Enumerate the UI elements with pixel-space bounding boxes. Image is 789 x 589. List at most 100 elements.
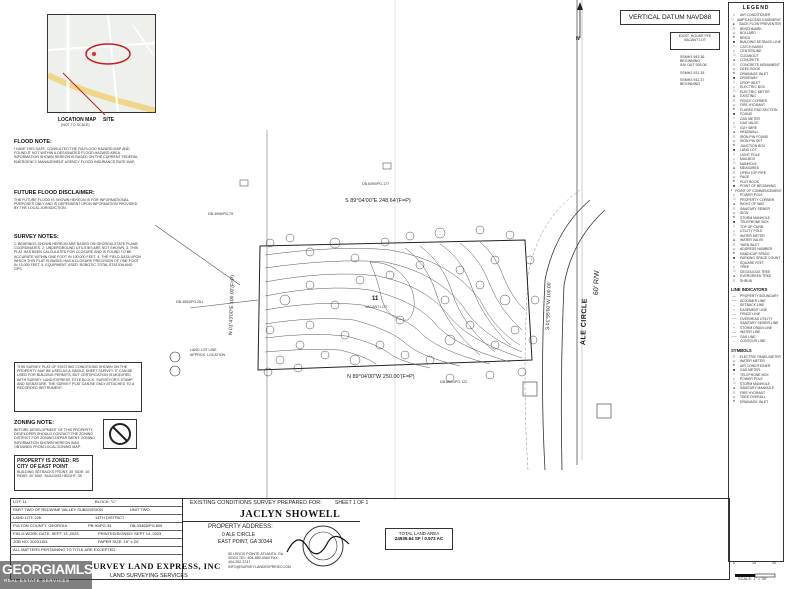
legend-symbol-icon: ✕	[732, 363, 736, 368]
legend-item-label: AIR CONDITIONER	[740, 363, 771, 368]
legend-item: ●WATER VALVE	[731, 238, 781, 243]
disclaimer-box: THIS SURVEY PLAT OF EXISTING CONDITIONS …	[14, 362, 142, 412]
legend-item-label: PLAT BOOK	[740, 179, 759, 184]
site-circle	[85, 43, 131, 65]
title-block	[10, 498, 730, 580]
legend-item-label: DROP INLET	[740, 80, 761, 85]
legend-symbol-icon: ✕	[732, 179, 736, 184]
legend-symbol-icon: ✕	[732, 251, 736, 256]
legend-symbol-icon: ○	[732, 12, 736, 17]
future-flood-heading: FUTURE FLOOD DISCLAIMER:	[14, 190, 95, 196]
scale-bar	[735, 567, 785, 585]
legend-item-label: HEADWALL	[740, 130, 759, 134]
legend-symbol-icon: ‥	[732, 338, 736, 343]
legend-item: ■TELEPHONE BOX	[731, 220, 781, 225]
legend-item: ✕ PLAT BOOK	[731, 180, 781, 185]
legend-symbol-icon: ●	[732, 21, 735, 26]
legend-item: ◇PAGE	[731, 175, 781, 180]
legend-item-label: CONCRETE MONUMENT	[740, 62, 780, 67]
legend-item-label: POWER POLE	[740, 377, 763, 381]
legend-item-label: YARD INLET	[740, 242, 760, 247]
legend-symbol-icon: □	[732, 161, 736, 166]
legend-item-label: SIGN	[740, 211, 749, 215]
legend-item-label: BRICK	[740, 35, 751, 40]
legend-item-label: SETBACK LINE	[740, 303, 765, 307]
legend-item: □CLEANOUT	[731, 54, 781, 59]
ffe-line1: EXIST. HOUSE FFE	[678, 34, 712, 38]
sheet-number: SHEET 1 OF 1	[335, 500, 369, 506]
legend-item-label: FENCE CORNER	[740, 98, 768, 103]
legend-item-label: STORM MANHOLE	[740, 215, 770, 220]
location-map	[47, 14, 156, 113]
legend-item: △OPEN TOP PIPE	[731, 171, 781, 176]
legend-symbol-icon: —	[732, 311, 736, 316]
legend-box: LEGEND ○AIR CONDITIONER□AMPS ACCESS EASE…	[728, 2, 784, 562]
survey-notes-heading: SURVEY NOTES:	[14, 234, 59, 240]
legend-item: ●CONCRETE	[731, 58, 781, 63]
legend-item-label: FIRE HYDRANT	[740, 390, 766, 395]
disclaimer-text: THIS SURVEY PLAT OF EXISTING CONDITIONS …	[17, 365, 135, 391]
legend-item-label: CONTOUR LINE	[740, 339, 766, 343]
legend-item: ○AIR CONDITIONER	[731, 13, 781, 18]
legend-item-label: GAS LINE	[740, 334, 756, 339]
legend-symbol-icon: □	[732, 197, 736, 202]
legend-item: •GAS METER	[731, 117, 781, 122]
subdivision-line: PART TWO OF REDWINE VALLEY SUBDIVISION	[13, 507, 104, 512]
legend-item: ◇DEED BOOK	[731, 67, 781, 72]
legend-symbol-icon: △	[732, 354, 736, 359]
ffe-box: EXIST. HOUSE FFE VACANT LOT	[670, 32, 720, 50]
legend-item-label: DECIDUOUS TREE	[740, 269, 771, 274]
legend-symbol-icon: △	[732, 278, 736, 283]
legend-item: □ ELECTRIC METER	[731, 90, 781, 95]
company-sub: LAND SURVEYING SERVICES	[110, 573, 188, 579]
legend-item: – –OVERHEAD UTILITY	[731, 317, 781, 322]
legend-item: △FIRE HYDRANT	[731, 391, 781, 396]
legend-symbol-icon: ‥	[732, 320, 736, 325]
legend-item: ✕ AIR CONDITIONER	[731, 364, 781, 369]
legend-symbol-icon: ◇	[732, 210, 736, 215]
signature	[286, 535, 350, 555]
legend-title: LEGEND	[742, 5, 770, 11]
legend-item-label: TREE	[740, 265, 750, 269]
legend-item-label: STORM DRAIN LINE	[740, 325, 773, 330]
total-area-box: TOTAL LAND AREA 24939.64 SF / 0.572 AC	[385, 528, 453, 550]
legend-item-label: ELECTRIC METER	[740, 89, 770, 94]
legend-symbol-icon: △	[732, 26, 736, 31]
company-name: SURVEY LAND EXPRESS, INC	[88, 561, 221, 571]
legend-symbol-icon: ◇	[732, 174, 736, 179]
legend-item: ○MAILBOX	[731, 157, 781, 162]
legend-item: ◇ADDRESS NUMBER	[731, 247, 781, 252]
future-flood-text: THE FUTURE FLOOD IS SHOWN HEREON IS FOR …	[14, 198, 138, 211]
legend-symbol-icon: ●	[732, 129, 736, 134]
legend-item-label: ELECTRIC PANEL/METER	[739, 354, 781, 359]
legend-symbol-icon: ✕	[732, 35, 736, 40]
legend-item: ‒STORM DRAIN LINE	[731, 326, 781, 331]
legend-symbol-icon: ✕	[732, 71, 736, 76]
legend-item-label: BACK FLOW PREVENTER	[739, 22, 781, 26]
legend-item: □WATER METER	[731, 234, 781, 239]
legend-symbol-icon: – –	[731, 316, 737, 321]
lot-line: LOT: 11	[13, 499, 27, 504]
row-width: 60' R/W	[593, 270, 601, 296]
legend-symbol-icon: ●	[732, 273, 736, 278]
legend-symbol-icon: ◇	[732, 246, 736, 251]
legend-item-label: DEED BOOK	[740, 67, 761, 71]
legend-symbol-icon: □	[732, 89, 736, 94]
location-map-scale-note: (NOT TO SCALE)	[61, 123, 90, 127]
legend-item: ◇IRON PIN SET	[731, 139, 781, 144]
flood-note-text: I HAVE THIS DATE, CONSULTED THE FIA FLOO…	[14, 147, 139, 164]
legend-item-label: PROPERTY CORNER	[740, 197, 775, 202]
north-arrow-icon	[577, 2, 583, 38]
legend-item: ● BACK FLOW PREVENTER	[731, 22, 781, 27]
adjoiner-label-bottom: DB.6591/PG.122	[440, 380, 468, 384]
legend-item-label: POINT OF COMMENCEMENT	[735, 188, 782, 193]
legend-symbol-icon: •	[733, 224, 735, 229]
legend-item: □AMPS ACCESS EASEMENT	[731, 18, 781, 23]
legend-item-label: TOP OF CURB	[740, 224, 764, 229]
legend-symbol-icon: △	[732, 134, 736, 139]
legend-symbol-icon: △	[732, 98, 736, 103]
address-line1: 0 ALE CIRCLE	[222, 532, 256, 538]
legend-item: •LIGHT POLE	[731, 153, 781, 158]
legend-item-label: RIGHT OF WAY	[740, 202, 765, 206]
legend-item: △ FENCE CORNER	[731, 99, 781, 104]
